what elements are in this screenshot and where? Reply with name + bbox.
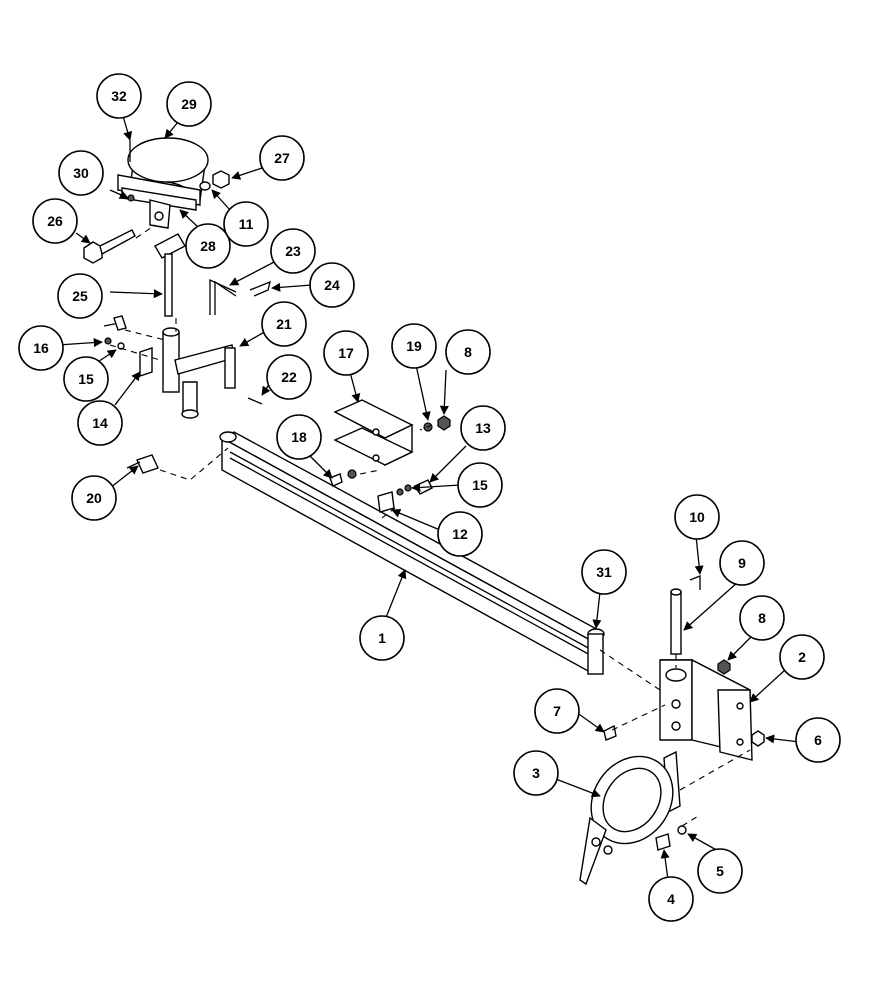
svg-text:12: 12 bbox=[452, 526, 468, 542]
svg-text:32: 32 bbox=[111, 88, 127, 104]
svg-text:13: 13 bbox=[475, 420, 491, 436]
svg-text:11: 11 bbox=[239, 216, 254, 232]
svg-text:20: 20 bbox=[86, 490, 102, 506]
callout-23: 23 bbox=[270, 228, 316, 274]
callout-5: 5 bbox=[697, 848, 743, 894]
callout-18: 18 bbox=[276, 414, 322, 460]
pipe-clamp-lower bbox=[579, 750, 681, 886]
callout-6: 6 bbox=[795, 717, 841, 763]
main-beam bbox=[219, 431, 605, 675]
svg-text:28: 28 bbox=[200, 238, 216, 254]
callout-7: 7 bbox=[534, 688, 580, 734]
svg-text:22: 22 bbox=[281, 369, 297, 385]
svg-text:23: 23 bbox=[285, 243, 301, 259]
svg-text:7: 7 bbox=[553, 703, 561, 719]
svg-text:29: 29 bbox=[181, 96, 197, 112]
callout-10: 10 bbox=[674, 494, 720, 540]
bent-pin bbox=[209, 278, 237, 315]
svg-text:26: 26 bbox=[47, 213, 63, 229]
callout-26: 26 bbox=[32, 198, 78, 244]
callout-22: 22 bbox=[266, 354, 312, 400]
callout-17: 17 bbox=[323, 330, 369, 376]
callout-12: 12 bbox=[437, 511, 483, 557]
callout-16: 16 bbox=[18, 325, 64, 371]
svg-text:8: 8 bbox=[464, 344, 472, 360]
callout-20: 20 bbox=[71, 475, 117, 521]
svg-text:10: 10 bbox=[689, 509, 705, 525]
callout-32: 32 bbox=[96, 73, 142, 119]
svg-text:2: 2 bbox=[798, 649, 806, 665]
callout-14: 14 bbox=[77, 400, 123, 446]
svg-text:5: 5 bbox=[716, 863, 724, 879]
svg-text:25: 25 bbox=[72, 288, 88, 304]
svg-text:3: 3 bbox=[532, 765, 540, 781]
callout-8-right: 8 bbox=[739, 595, 785, 641]
small-hardware-right bbox=[603, 659, 765, 851]
callout-25: 25 bbox=[57, 273, 103, 319]
svg-text:21: 21 bbox=[276, 316, 292, 332]
svg-text:9: 9 bbox=[738, 555, 746, 571]
svg-text:8: 8 bbox=[758, 610, 766, 626]
svg-text:1: 1 bbox=[378, 630, 386, 646]
callout-11: 11 bbox=[223, 201, 269, 247]
pipe-clamp-upper bbox=[117, 137, 209, 229]
svg-text:15: 15 bbox=[472, 477, 488, 493]
bracket-2 bbox=[659, 658, 753, 761]
callout-9: 9 bbox=[719, 540, 765, 586]
svg-text:19: 19 bbox=[406, 338, 422, 354]
callout-21: 21 bbox=[261, 301, 307, 347]
svg-text:31: 31 bbox=[596, 564, 612, 580]
callouts: 32 29 30 27 26 28 11 23 25 24 21 16 15 1… bbox=[18, 73, 841, 922]
svg-text:17: 17 bbox=[338, 345, 354, 361]
callout-1: 1 bbox=[359, 615, 405, 661]
callout-15-left: 15 bbox=[63, 356, 109, 402]
bracket-21 bbox=[162, 327, 236, 419]
svg-text:16: 16 bbox=[33, 340, 49, 356]
callout-3: 3 bbox=[513, 750, 559, 796]
callout-30: 30 bbox=[58, 150, 104, 196]
callout-4: 4 bbox=[648, 876, 694, 922]
svg-text:6: 6 bbox=[814, 732, 822, 748]
bolt-26 bbox=[83, 229, 136, 264]
svg-text:18: 18 bbox=[291, 429, 307, 445]
t-handle-pin bbox=[154, 233, 186, 317]
svg-text:27: 27 bbox=[274, 150, 290, 166]
callout-13: 13 bbox=[460, 405, 506, 451]
svg-text:30: 30 bbox=[73, 165, 89, 181]
clip-24 bbox=[249, 280, 271, 297]
svg-text:15: 15 bbox=[78, 371, 94, 387]
callout-24: 24 bbox=[309, 262, 355, 308]
svg-text:4: 4 bbox=[667, 891, 675, 907]
nut-washer-top bbox=[199, 170, 230, 191]
callout-31: 31 bbox=[581, 549, 627, 595]
svg-text:14: 14 bbox=[92, 415, 108, 431]
callout-19: 19 bbox=[391, 323, 437, 369]
callout-2: 2 bbox=[779, 634, 825, 680]
svg-text:24: 24 bbox=[324, 277, 340, 293]
bolt-9 bbox=[670, 575, 701, 655]
callout-28: 28 bbox=[185, 223, 231, 269]
callout-8-top: 8 bbox=[445, 329, 491, 375]
bracket-17 bbox=[333, 399, 414, 467]
assembly-lines bbox=[109, 224, 751, 827]
callout-15-center: 15 bbox=[457, 462, 503, 508]
callout-27: 27 bbox=[259, 135, 305, 181]
callout-29: 29 bbox=[166, 81, 212, 127]
